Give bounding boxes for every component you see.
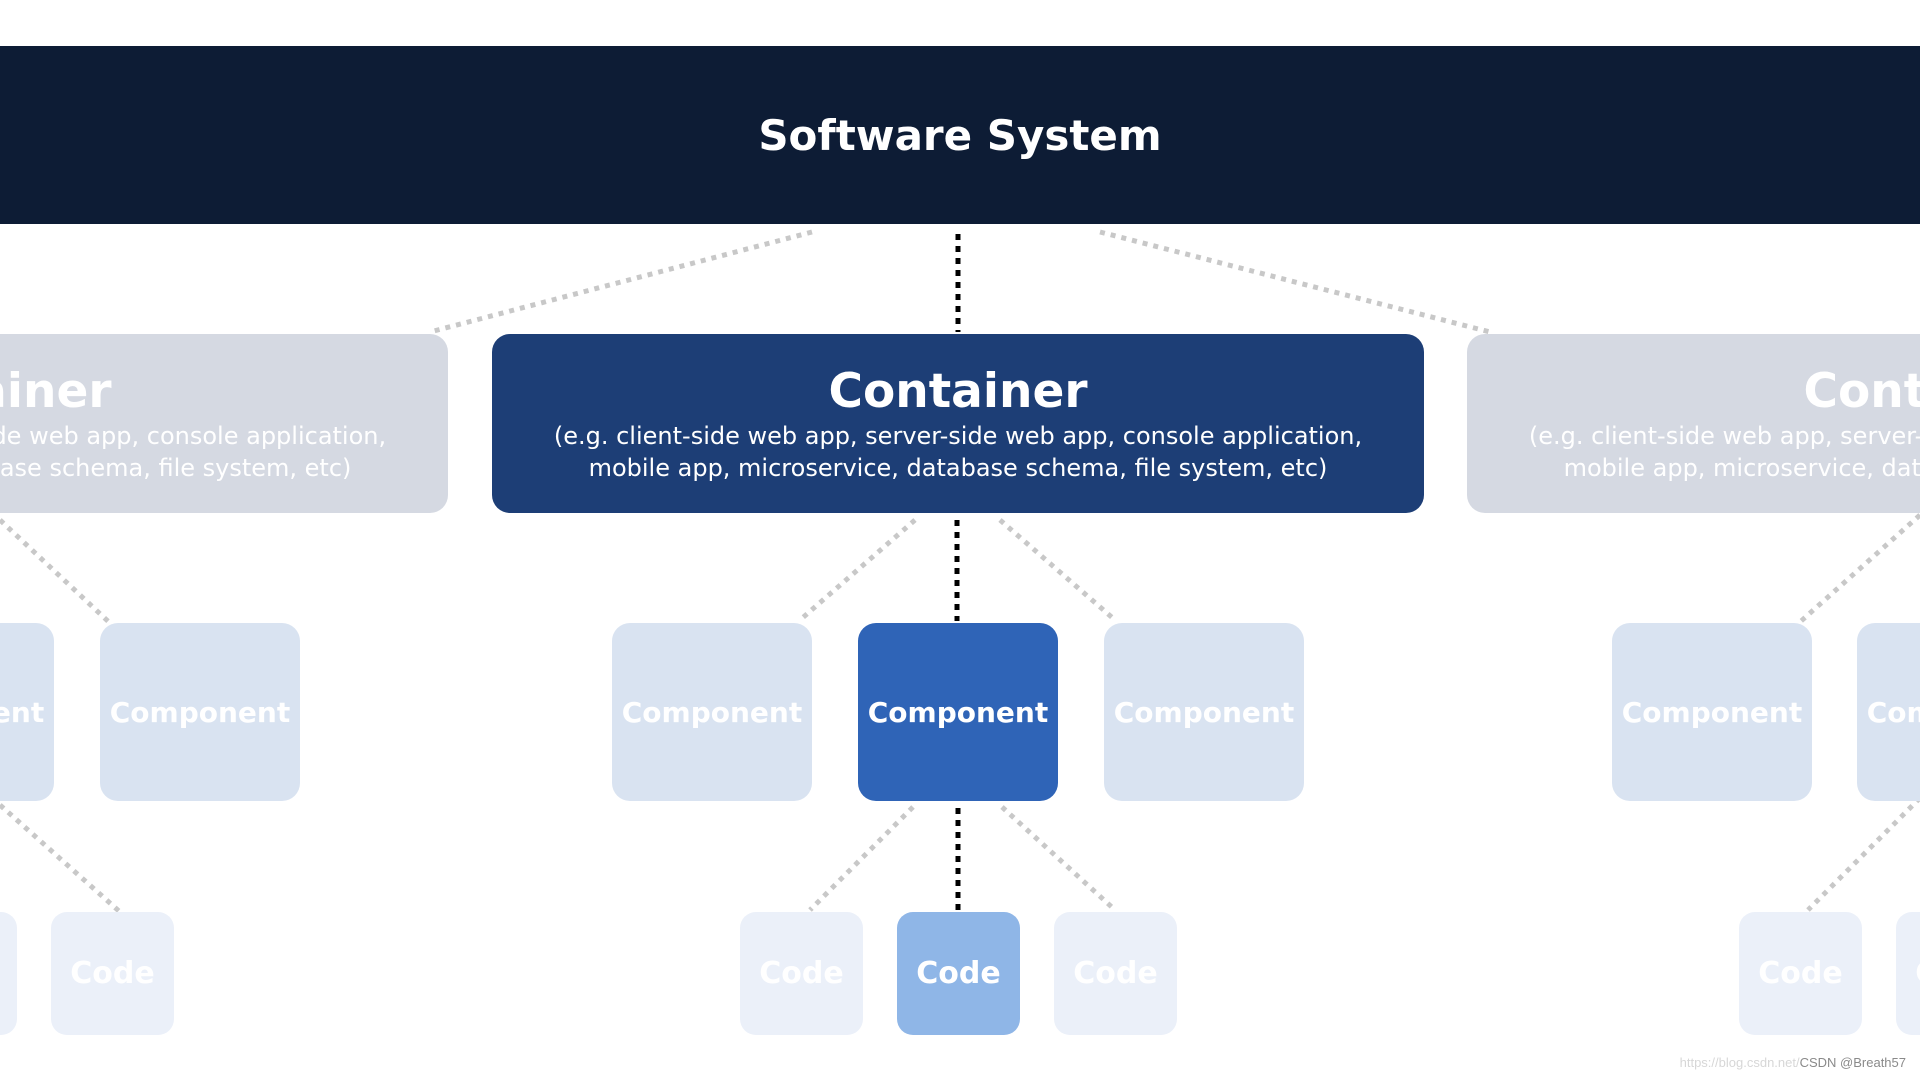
connector-main-container-to-right-component xyxy=(998,518,1117,622)
component-label: Component xyxy=(1866,695,1920,729)
watermark-url: https://blog.csdn.net/ xyxy=(1679,1055,1800,1070)
code-label: Code xyxy=(1073,956,1158,991)
connector-system-to-right-container xyxy=(1099,229,1491,335)
code-label: Code xyxy=(1915,956,1920,991)
component-label: Component xyxy=(621,695,803,729)
connector-right-container-to-component xyxy=(1798,513,1920,624)
container-box-main: Container (e.g. client-side web app, ser… xyxy=(492,334,1424,513)
code-box-main-left: Code xyxy=(740,912,863,1035)
container-main-desc-line1: (e.g. client-side web app, server-side w… xyxy=(553,421,1363,450)
container-right-desc-line2: mobile app, microservice, database schem… xyxy=(1563,453,1920,482)
connector-right-component-to-code xyxy=(1806,796,1920,912)
code-box-main-right: Code xyxy=(1054,912,1177,1035)
component-label: Component xyxy=(867,695,1049,729)
connector-main-component-to-left-code xyxy=(808,805,915,912)
code-box-left-b: Code xyxy=(51,912,174,1035)
code-box-right-b: Code xyxy=(1896,912,1920,1035)
connector-main-component-to-right-code xyxy=(1000,805,1117,912)
container-box-left: Container (e.g. client-side web app, ser… xyxy=(0,334,448,513)
connector-left-container-to-component xyxy=(0,518,114,627)
connector-system-to-left-container xyxy=(429,229,813,335)
software-system-box: Software System xyxy=(0,46,1920,224)
code-label: Code xyxy=(1758,956,1843,991)
component-label: Component xyxy=(0,695,45,729)
software-system-title: Software System xyxy=(758,110,1162,160)
component-label: Component xyxy=(109,695,291,729)
component-box-main: Component xyxy=(858,623,1058,801)
connector-left-component-to-code xyxy=(0,803,122,914)
component-box-left-b: Component xyxy=(100,623,300,801)
container-right-title: Container xyxy=(1803,363,1920,419)
component-label: Component xyxy=(1621,695,1803,729)
code-label: Code xyxy=(70,956,155,991)
container-left-desc-line1: (e.g. client-side web app, server-side w… xyxy=(0,421,387,450)
code-box-main: Code xyxy=(897,912,1020,1035)
component-box-main-left: Component xyxy=(612,623,812,801)
container-left-desc-line2: mobile app, microservice, database schem… xyxy=(0,453,352,482)
code-box-right-a: Code xyxy=(1739,912,1862,1035)
component-box-right-a: Component xyxy=(1612,623,1812,801)
watermark: https://blog.csdn.net/CSDN @Breath57 xyxy=(1680,1055,1906,1070)
watermark-author: CSDN @Breath57 xyxy=(1799,1055,1906,1070)
component-box-main-right: Component xyxy=(1104,623,1304,801)
code-box-left-a: Code xyxy=(0,912,17,1035)
container-main-desc-line2: mobile app, microservice, database schem… xyxy=(588,453,1328,482)
component-box-right-b: Component xyxy=(1857,623,1920,801)
container-main-title: Container xyxy=(828,363,1088,419)
container-left-title: Container xyxy=(0,363,112,419)
container-right-desc-line1: (e.g. client-side web app, server-side w… xyxy=(1528,421,1920,450)
component-box-left-a: Component xyxy=(0,623,54,801)
container-box-right: Container (e.g. client-side web app, ser… xyxy=(1467,334,1920,513)
code-label: Code xyxy=(916,956,1001,991)
code-label: Code xyxy=(759,956,844,991)
component-label: Component xyxy=(1113,695,1295,729)
connector-main-container-to-left-component xyxy=(798,518,917,622)
